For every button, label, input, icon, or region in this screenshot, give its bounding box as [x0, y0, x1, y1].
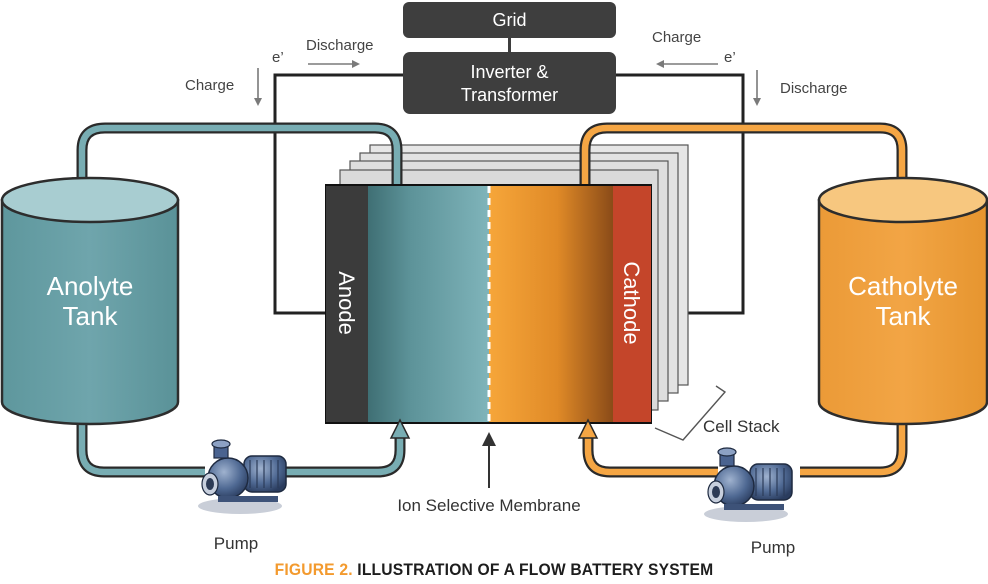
right-discharge-label: Discharge [780, 80, 848, 97]
cathode-wire [616, 73, 745, 315]
battery-cell: Anode Cathode [325, 184, 652, 424]
inverter-label-line1: Inverter & [470, 62, 548, 82]
catholyte-chamber [489, 186, 613, 422]
anolyte-chamber [368, 186, 489, 422]
anolyte-tank-label-line1: Anolyte [47, 271, 134, 301]
anode-label: Anode [334, 271, 359, 335]
cell-stack-bracket [654, 385, 727, 441]
membrane-pointer-head [482, 432, 496, 446]
figure-caption: FIGURE 2. ILLUSTRATION OF A FLOW BATTERY… [40, 560, 949, 580]
anolyte-tank-label-line2: Tank [63, 301, 119, 331]
left-pump-icon [198, 439, 287, 514]
left-pump-label: Pump [214, 534, 258, 553]
anode-electrode [326, 186, 368, 422]
anode-wire [273, 73, 403, 315]
catholyte-tank-label-line2: Tank [876, 301, 932, 331]
anolyte-pipes [71, 122, 411, 478]
grid-box: Grid [403, 2, 616, 38]
inverter-transformer-box: Inverter & Transformer [403, 52, 616, 114]
left-discharge-label: Discharge [306, 37, 374, 54]
cell-stack-label: Cell Stack [703, 417, 780, 436]
grid-label: Grid [492, 10, 526, 30]
catholyte-tank-label-line1: Catholyte [848, 271, 958, 301]
right-charge-label: Charge [652, 29, 701, 46]
figure-title: ILLUSTRATION OF A FLOW BATTERY SYSTEM [357, 560, 714, 579]
catholyte-tank: Catholyte Tank [817, 176, 988, 426]
left-charge-label: Charge [185, 77, 234, 94]
diagram-canvas: Grid Inverter & Transformer Discharge e’… [0, 2, 988, 557]
cathode-label: Cathode [619, 261, 644, 344]
right-pump-icon [704, 447, 793, 522]
inverter-label-line2: Transformer [461, 85, 558, 105]
anolyte-tank: Anolyte Tank [0, 176, 180, 426]
catholyte-pipes [577, 122, 913, 478]
right-electron-label: e’ [724, 49, 736, 66]
figure-number: FIGURE 2. [274, 560, 353, 579]
left-electron-label: e’ [272, 49, 284, 66]
membrane-label: Ion Selective Membrane [397, 496, 580, 515]
cathode-electrode [613, 186, 651, 422]
right-pump-label: Pump [751, 538, 795, 557]
